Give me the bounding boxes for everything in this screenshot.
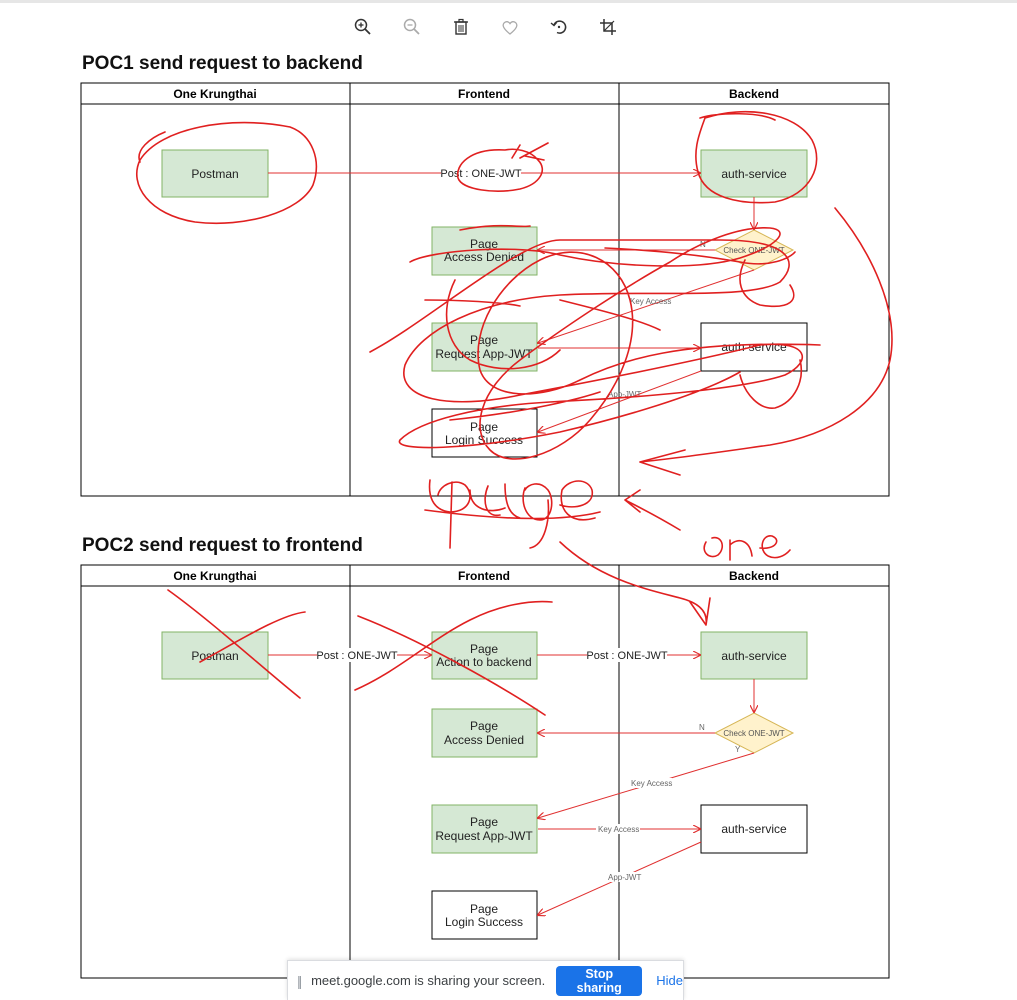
diagram-2: One Krungthai Frontend Backend Postman P… <box>80 564 890 979</box>
edge-label-bg <box>606 872 641 882</box>
diagram-1: One Krungthai Frontend Backend Postman a… <box>80 82 890 497</box>
image-toolbar <box>350 14 630 40</box>
edge-post-1-label: Post : ONE-JWT <box>316 650 398 662</box>
node-request-app-jwt-line-1: Page <box>470 815 498 829</box>
edge-label-bg <box>587 648 667 662</box>
node-postman-label: Postman <box>191 649 238 663</box>
crop-icon <box>600 19 616 35</box>
hide-button[interactable]: Hide <box>656 973 683 988</box>
lane-frontend: Frontend <box>458 569 510 583</box>
edge-check-yes <box>538 269 755 343</box>
diagram-1-title: POC1 send request to backend <box>82 53 363 74</box>
edge-label-bg <box>317 648 397 662</box>
edge-app-jwt-label: App-JWT <box>608 390 641 399</box>
node-login-success-line-2: Login Success <box>445 433 523 447</box>
share-message: meet.google.com is sharing your screen. <box>311 973 546 988</box>
node-login-success-line-1: Page <box>470 420 498 434</box>
node-auth-service-2-label: auth-service <box>721 822 787 836</box>
node-login-success-line-1: Page <box>470 902 498 916</box>
screen-share-bar: || meet.google.com is sharing your scree… <box>287 960 684 1000</box>
handwritten-word-page <box>424 479 601 549</box>
lane-one-krungthai: One Krungthai <box>173 87 256 101</box>
handwritten-word-one <box>703 535 791 561</box>
lane-one-krungthai: One Krungthai <box>173 569 256 583</box>
arrow-to-frontend <box>624 489 681 531</box>
edge-app-jwt-label: App-JWT <box>608 873 641 882</box>
node-auth-service <box>700 149 808 198</box>
node-auth-service <box>700 631 808 680</box>
node-access-denied-line-1: Page <box>470 237 498 251</box>
heart-icon <box>502 21 518 35</box>
node-request-app-jwt <box>431 804 538 854</box>
zoom-in-button[interactable] <box>350 14 376 40</box>
lane-backend: Backend <box>729 569 779 583</box>
edge-label-bg <box>441 166 521 180</box>
big-loop-arrow <box>639 207 893 476</box>
crop-button[interactable] <box>595 14 621 40</box>
window-top-edge <box>0 0 1017 3</box>
node-action-line-1: Page <box>470 642 498 656</box>
edge-y-label: Y <box>735 745 741 754</box>
circle-scribble-auth-service <box>695 110 818 204</box>
node-access-denied-line-2: Access Denied <box>444 250 524 264</box>
node-action-line-2: Action to backend <box>436 655 531 669</box>
edge-key-access-1-label: Key Access <box>631 779 672 788</box>
node-auth-service-label: auth-service <box>721 649 787 663</box>
circle-scribble-postman <box>135 121 318 225</box>
edge-app-jwt <box>538 370 702 432</box>
lane-frontend: Frontend <box>458 87 510 101</box>
favorite-button[interactable] <box>497 14 523 40</box>
node-request-app-jwt-line-2: Request App-JWT <box>435 829 533 843</box>
edge-key-access-2-label: Key Access <box>598 825 639 834</box>
node-request-app-jwt-line-1: Page <box>470 333 498 347</box>
diagram-2-title: POC2 send request to frontend <box>82 535 363 556</box>
rotate-icon <box>550 20 567 34</box>
node-request-app-jwt-line-2: Request App-JWT <box>435 347 533 361</box>
node-login-success-line-2: Login Success <box>445 915 523 929</box>
strike-action-to-backend <box>354 600 553 716</box>
arrow-to-auth-service-2 <box>559 541 711 626</box>
stop-sharing-button[interactable]: Stop sharing <box>556 965 643 996</box>
trash-icon <box>454 18 468 35</box>
node-auth-service-2 <box>700 804 808 854</box>
lane-backend: Backend <box>729 87 779 101</box>
edge-post-label: Post : ONE-JWT <box>440 168 522 180</box>
freehand-annotations <box>135 110 893 716</box>
zoom-out-icon <box>403 18 420 35</box>
zoom-in-icon <box>354 18 371 35</box>
node-auth-service-label: auth-service <box>721 167 787 181</box>
zoom-out-button[interactable] <box>399 14 425 40</box>
node-check-label: Check ONE-JWT <box>723 246 784 255</box>
node-access-denied <box>431 226 538 276</box>
node-request-app-jwt <box>431 322 538 372</box>
edge-key-access-label: Key Access <box>630 297 671 306</box>
drag-handle-icon[interactable]: || <box>297 972 302 989</box>
node-postman-label: Postman <box>191 167 238 181</box>
edge-label-bg <box>596 824 640 834</box>
node-check-label: Check ONE-JWT <box>723 729 784 738</box>
tangle-scribble <box>369 224 821 460</box>
strike-postman <box>167 589 306 699</box>
rotate-button[interactable] <box>546 14 572 40</box>
node-action-to-backend <box>431 631 538 680</box>
node-access-denied-line-1: Page <box>470 719 498 733</box>
node-login-success <box>431 890 538 940</box>
edge-post-2-label: Post : ONE-JWT <box>586 650 668 662</box>
circle-scribble-post-label <box>456 142 549 192</box>
edge-label-bg <box>628 778 672 788</box>
delete-button[interactable] <box>448 14 474 40</box>
node-access-denied-line-2: Access Denied <box>444 733 524 747</box>
edge-n-label: N <box>699 723 705 732</box>
